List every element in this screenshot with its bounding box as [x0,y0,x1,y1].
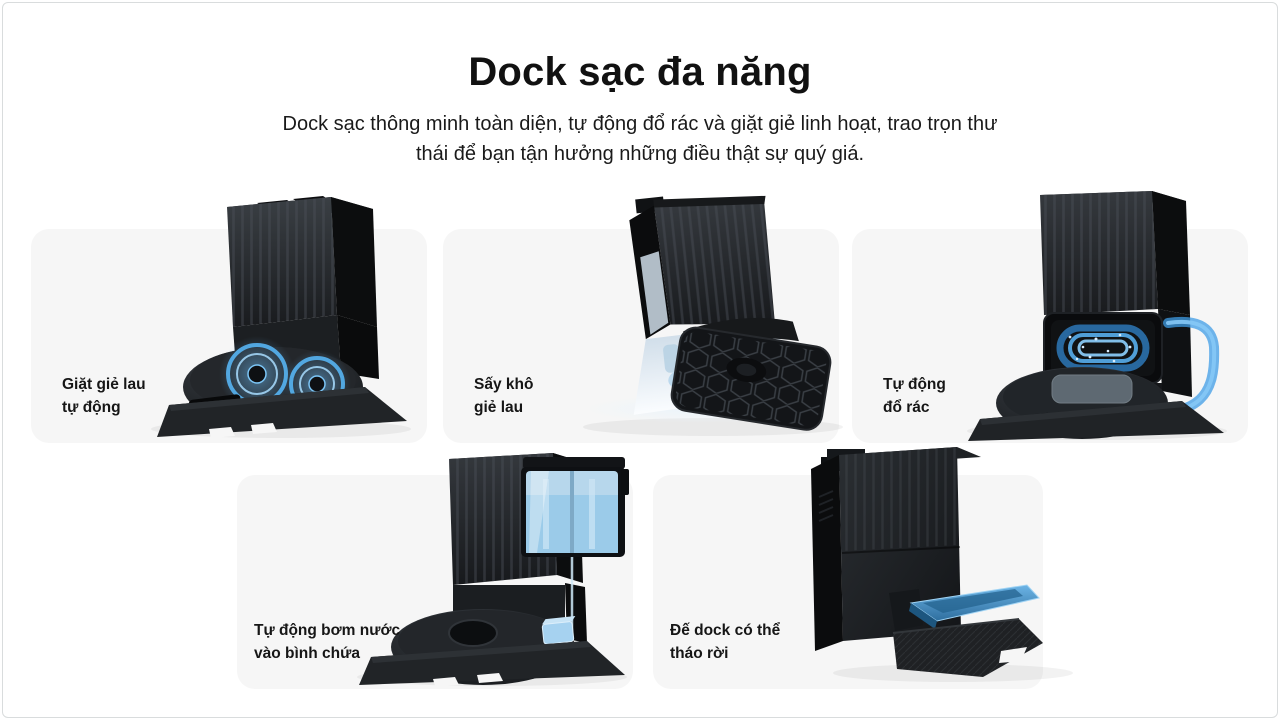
feature-card-auto-refill: Tự động bơm nước vào bình chứa [237,453,633,689]
feature-label-line: giẻ lau [474,399,524,416]
page-title: Dock sạc đa năng [468,50,812,94]
feature-label-line: tự động [62,399,121,416]
auto-empty-dust-illustration [967,191,1227,441]
detachable-base-illustration [811,447,1073,682]
water-refill-illustration [357,453,629,686]
page-subtitle-line: thái để bạn tận hưởng những điều thật sự… [415,143,865,165]
feature-label: Đế dock có thể tháo rời [670,619,780,665]
feature-card-wash-mop: Giặt giẻ lau tự động [31,196,427,443]
feature-label-line: Tự động [883,376,946,393]
feature-card-detachable-base: Đế dock có thể tháo rời [653,447,1073,689]
mop-washing-illustration [151,196,411,438]
feature-label-line: Giặt giẻ lau [62,376,146,393]
feature-label-line: Sấy khô [474,376,534,393]
feature-label-line: Đế dock có thể [670,622,781,639]
page-subtitle-line: Dock sạc thông minh toàn diện, tự động đ… [282,113,998,135]
feature-label: Tự động đổ rác [883,373,946,419]
page-subtitle: Dock sạc thông minh toàn diện, tự động đ… [0,109,1280,169]
feature-card-dry-mop: Sấy khô giẻ lau [443,195,843,443]
feature-label-line: đổ rác [883,399,930,416]
feature-label: Giặt giẻ lau tự động [62,373,146,419]
mop-drying-illustration [583,195,843,436]
feature-label: Tự động bơm nước vào bình chứa [254,619,400,665]
feature-card-auto-empty: Tự động đổ rác [852,191,1248,443]
feature-label-line: tháo rời [670,645,729,662]
feature-label-line: vào bình chứa [254,645,360,662]
feature-label: Sấy khô giẻ lau [474,373,533,419]
feature-label-line: Tự động bơm nước [254,622,401,639]
